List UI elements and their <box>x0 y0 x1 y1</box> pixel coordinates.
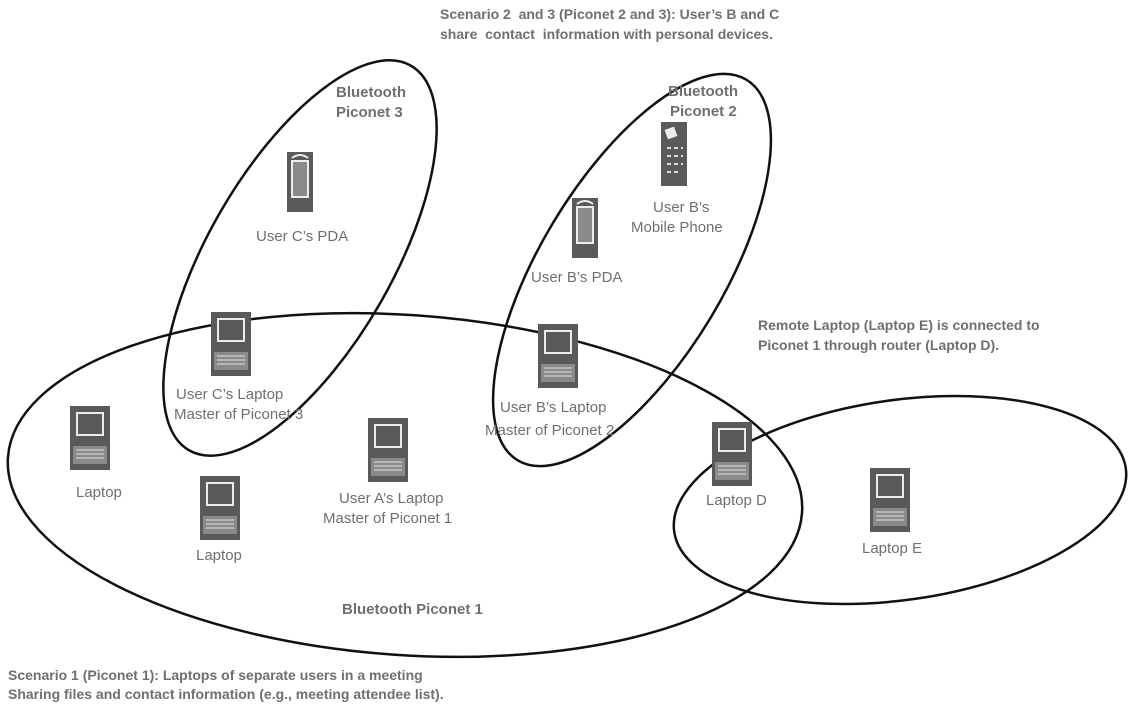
pda-icon-user-b <box>571 197 599 259</box>
user-a-laptop-label-line2: Master of Piconet 1 <box>323 510 453 527</box>
piconet-1-label: Bluetooth Piconet 1 <box>342 601 483 618</box>
laptop-icon-d <box>711 421 753 487</box>
laptop-icon-user-c <box>210 311 252 377</box>
laptop-bottom-label: Laptop <box>196 547 242 564</box>
piconet-2-label-line2: Piconet 2 <box>670 103 737 120</box>
user-b-phone-label-line2: Mobile Phone <box>631 219 723 236</box>
piconet-2-label-line1: Bluetooth <box>668 83 738 100</box>
scenario-2-3-caption-line1: Scenario 2 and 3 (Piconet 2 and 3): User… <box>440 6 780 22</box>
scenario-1-caption-line1: Scenario 1 (Piconet 1): Laptops of separ… <box>8 667 423 683</box>
laptop-icon-bottom <box>199 475 241 541</box>
mobile-phone-icon-user-b <box>660 121 688 187</box>
laptop-icon-left <box>69 405 111 471</box>
pda-icon-user-c <box>286 151 314 213</box>
piconet-3-boundary <box>162 59 438 457</box>
user-c-pda-label: User C’s PDA <box>256 228 349 245</box>
piconet-2-boundary <box>491 72 773 468</box>
laptop-icon-user-b <box>537 323 579 389</box>
user-b-laptop-label-line2: Master of Piconet 2 <box>485 422 615 439</box>
user-b-phone-label-line1: User B’s <box>653 199 710 216</box>
remote-laptop-caption-line2: Piconet 1 through router (Laptop D). <box>758 337 1000 353</box>
piconet-1-boundary <box>6 311 804 659</box>
piconet-3-label-line2: Piconet 3 <box>336 104 403 121</box>
laptop-left-label: Laptop <box>76 484 122 501</box>
scenario-1-caption-line2: Sharing files and contact information (e… <box>8 686 444 702</box>
user-c-laptop-label-line2: Master of Piconet 3 <box>174 406 304 423</box>
laptop-icon-user-a <box>367 417 409 483</box>
user-c-laptop-label-line1: User C’s Laptop <box>176 386 284 403</box>
laptop-icon-e <box>869 467 911 533</box>
laptop-d-label: Laptop D <box>706 492 767 509</box>
remote-laptop-caption-line1: Remote Laptop (Laptop E) is connected to <box>758 317 1040 333</box>
user-b-pda-label: User B’s PDA <box>531 269 623 286</box>
piconet-3-label-line1: Bluetooth <box>336 84 406 101</box>
scenario-2-3-caption-line2: share contact information with personal … <box>440 26 773 42</box>
remote-group-boundary <box>672 394 1128 606</box>
user-b-laptop-label-line1: User B’s Laptop <box>500 399 607 416</box>
user-a-laptop-label-line1: User A’s Laptop <box>339 490 444 507</box>
laptop-e-label: Laptop E <box>862 540 923 557</box>
